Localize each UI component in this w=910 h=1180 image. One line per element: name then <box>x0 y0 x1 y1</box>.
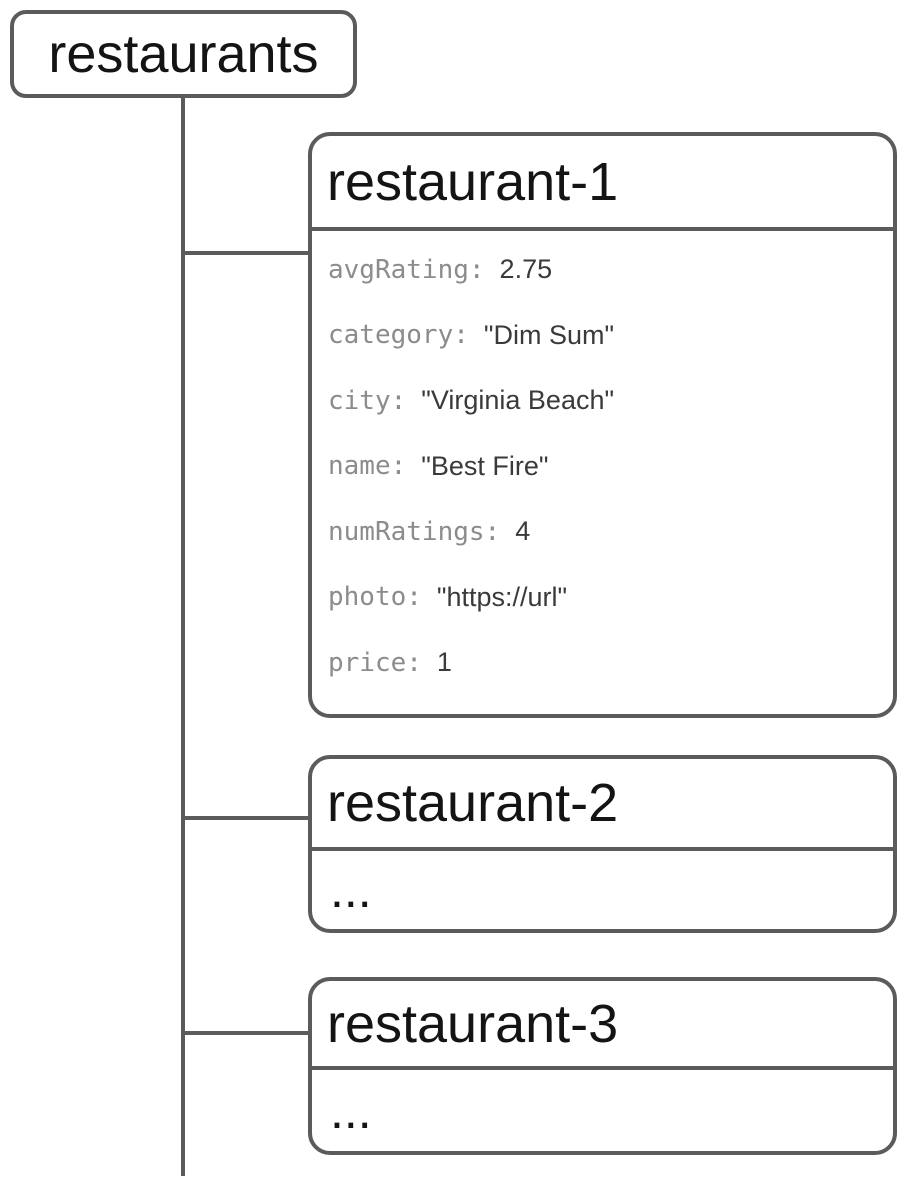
field-value: 1 <box>436 647 452 678</box>
tree-branch-line <box>183 1031 309 1035</box>
field-key: numRatings: <box>328 516 501 547</box>
field-value: "Best Fire" <box>421 450 549 481</box>
collapsed-fields-ellipsis: ... <box>330 1082 372 1139</box>
field-row: numRatings: 4 <box>328 499 893 565</box>
document-title: restaurant-1 <box>312 136 893 231</box>
field-value: 4 <box>515 516 531 547</box>
document-title: restaurant-3 <box>312 981 893 1070</box>
field-key: name: <box>328 451 407 482</box>
document-fields: avgRating: 2.75 category: "Dim Sum" city: "Vi… <box>312 231 893 696</box>
field-row: photo: "https://url" <box>328 565 893 631</box>
document-node-restaurant-2: restaurant-2 ... <box>308 755 897 933</box>
field-value: "Dim Sum" <box>483 319 615 350</box>
tree-trunk-line <box>181 96 185 1176</box>
tree-branch-line <box>183 816 309 820</box>
collapsed-fields-ellipsis: ... <box>330 862 372 918</box>
field-key: avgRating: <box>328 254 485 285</box>
tree-branch-line <box>183 251 309 255</box>
field-row: avgRating: 2.75 <box>328 237 893 303</box>
field-row: category: "Dim Sum" <box>328 303 893 369</box>
collection-label: restaurants <box>48 24 319 84</box>
collection-node-restaurants: restaurants <box>10 10 357 98</box>
document-title: restaurant-2 <box>312 759 893 851</box>
field-row: price: 1 <box>328 630 893 696</box>
field-key: city: <box>328 385 407 416</box>
field-value: "https://url" <box>436 581 568 612</box>
field-key: photo: <box>328 582 422 613</box>
field-row: city: "Virginia Beach" <box>328 368 893 434</box>
field-value: "Virginia Beach" <box>421 385 615 416</box>
field-key: price: <box>328 647 422 678</box>
document-node-restaurant-1: restaurant-1 avgRating: 2.75 category: "Dim… <box>308 132 897 718</box>
field-value: 2.75 <box>499 254 553 285</box>
field-row: name: "Best Fire" <box>328 434 893 500</box>
document-node-restaurant-3: restaurant-3 ... <box>308 977 897 1155</box>
field-key: category: <box>328 320 469 351</box>
